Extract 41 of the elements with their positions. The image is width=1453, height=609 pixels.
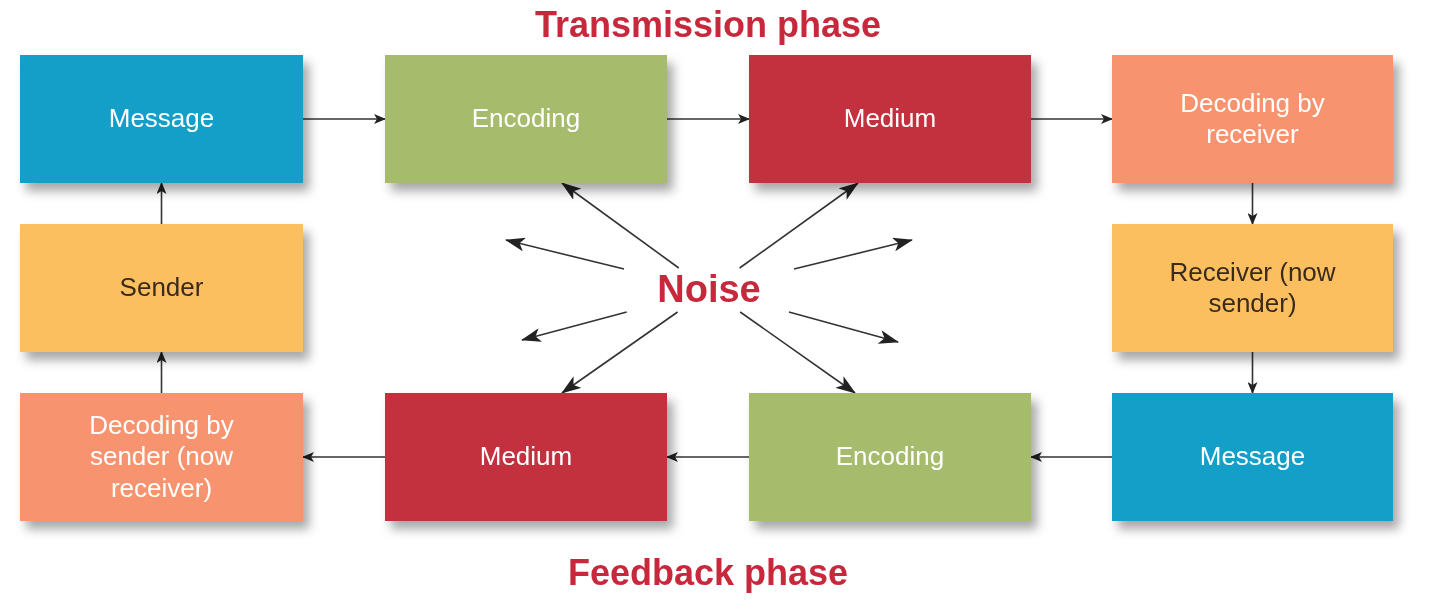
arrow	[738, 182, 859, 269]
phase-heading: Transmission phase	[534, 4, 882, 46]
box-label: Message	[1199, 441, 1306, 473]
box-label: Decoding by sender (now receiver)	[88, 410, 235, 504]
process-box	[1112, 224, 1393, 352]
process-box	[1112, 393, 1393, 521]
arrow	[521, 311, 628, 342]
arrow	[1247, 182, 1258, 225]
phase-heading: Feedback phase	[567, 552, 849, 594]
arrow	[739, 311, 856, 394]
box-label: Encoding	[471, 103, 581, 135]
arrow	[666, 452, 750, 462]
arrow	[156, 182, 167, 225]
arrow	[302, 114, 386, 124]
arrow	[666, 114, 750, 124]
arrow	[561, 182, 680, 269]
box-label: Medium	[843, 103, 937, 135]
arrow	[1247, 351, 1258, 394]
arrow	[561, 311, 679, 394]
box-label: Encoding	[835, 441, 945, 473]
box-label: Sender	[119, 272, 204, 304]
noise-label: Noise	[657, 267, 761, 313]
box-label: Medium	[479, 441, 573, 473]
arrow	[788, 311, 899, 344]
arrow	[302, 452, 386, 462]
process-box	[1112, 55, 1393, 183]
process-box	[385, 55, 667, 183]
process-box	[749, 393, 1031, 521]
box-label: Receiver (now sender)	[1168, 256, 1337, 320]
process-box	[20, 393, 303, 521]
arrow	[1030, 114, 1113, 124]
arrow	[793, 237, 913, 270]
arrow	[505, 237, 625, 270]
arrow	[156, 351, 167, 394]
arrow	[1030, 452, 1113, 462]
box-label: Message	[108, 103, 215, 135]
process-box	[385, 393, 667, 521]
process-box	[20, 55, 303, 183]
box-label: Decoding by receiver	[1179, 87, 1326, 151]
process-box	[749, 55, 1031, 183]
process-box	[20, 224, 303, 352]
